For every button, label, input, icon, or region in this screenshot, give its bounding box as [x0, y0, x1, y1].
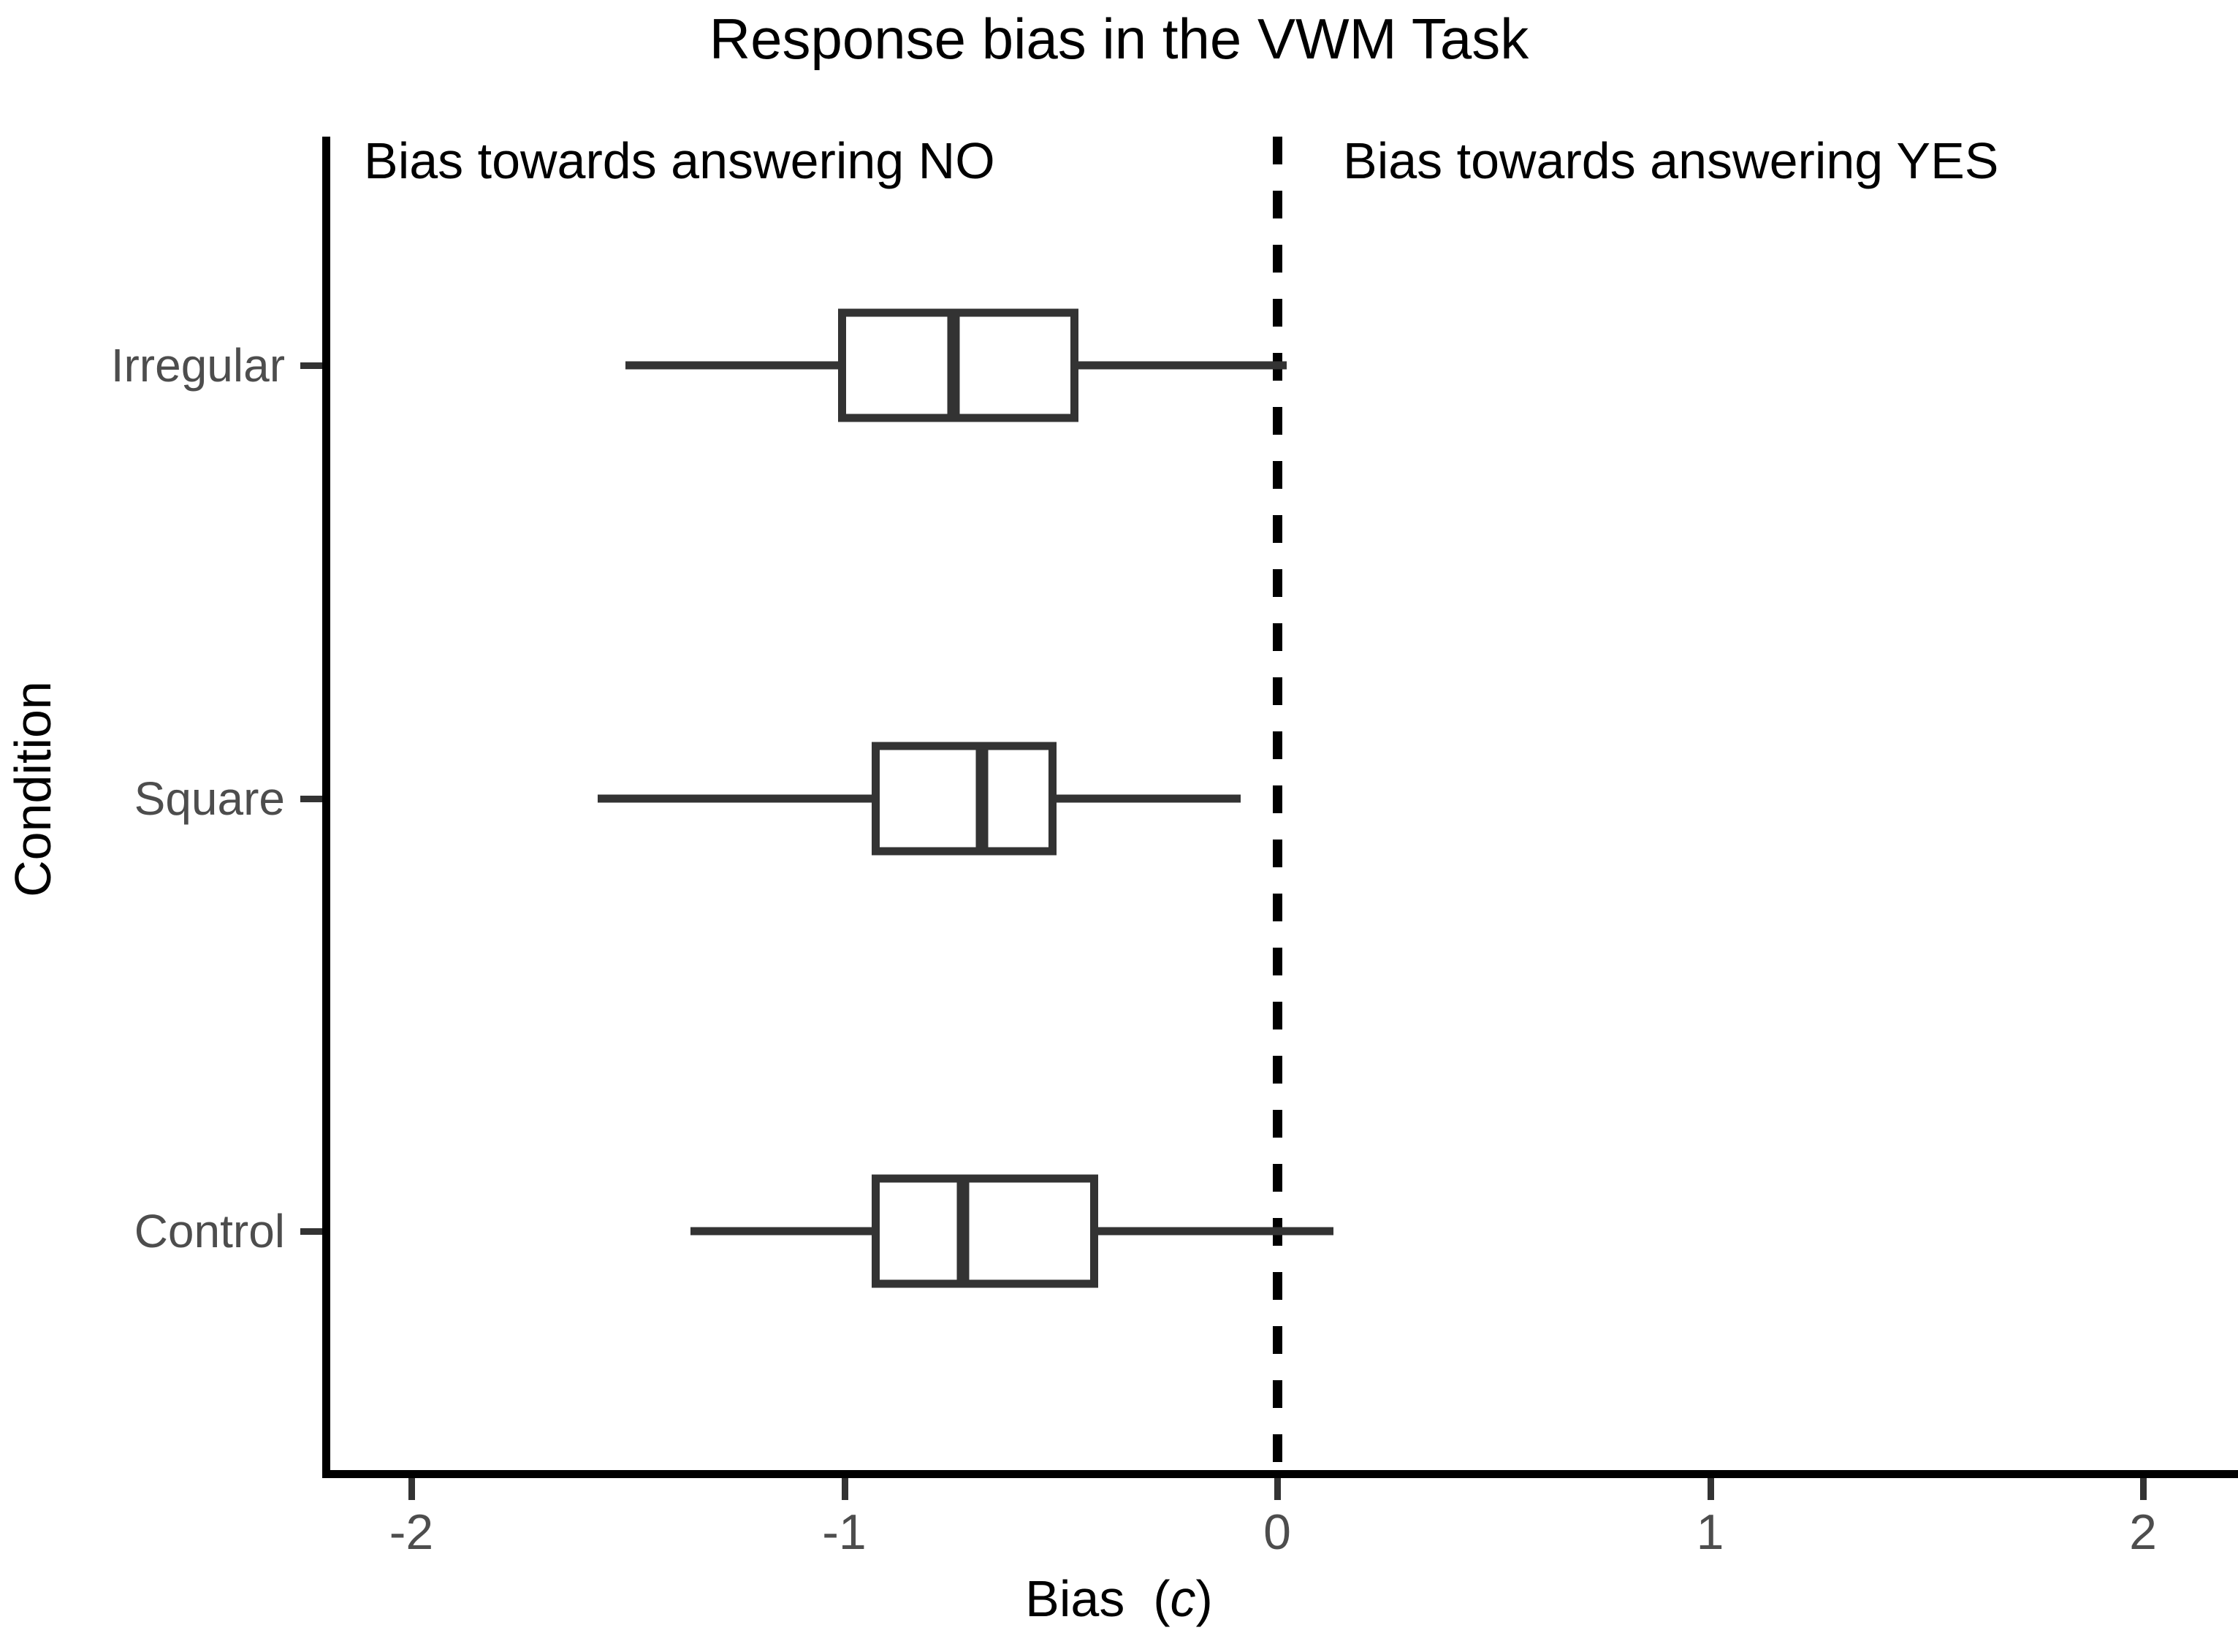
y-tick-label-irregular: Irregular [110, 339, 285, 392]
x-tick-label: 1 [1696, 1504, 1724, 1560]
x-axis-title-symbol: c [1170, 1570, 1196, 1627]
x-axis-title: Bias (c) [1025, 1570, 1213, 1627]
y-tick-label-control: Control [134, 1205, 285, 1257]
x-tick-label: -2 [389, 1504, 434, 1560]
whisker-high [1056, 794, 1241, 803]
x-tick-mark [2140, 1478, 2147, 1500]
annotation-bias-no: Bias towards answering NO [364, 132, 995, 189]
x-tick-mark [1274, 1478, 1281, 1500]
whisker-low [597, 794, 872, 803]
whisker-low [625, 361, 839, 370]
whisker-high [1097, 1227, 1334, 1236]
box-iqr [871, 1174, 1098, 1288]
x-axis-title-main: Bias [1025, 1570, 1125, 1627]
x-tick-label: 0 [1263, 1504, 1291, 1560]
y-tick-label-square: Square [134, 772, 285, 825]
y-axis-spine [322, 137, 330, 1478]
x-tick-label: 2 [2129, 1504, 2157, 1560]
whisker-low [690, 1227, 872, 1236]
x-tick-mark [1707, 1478, 1714, 1500]
annotation-bias-yes: Bias towards answering YES [1343, 132, 1999, 189]
y-axis-title: Condition [4, 681, 61, 897]
box-iqr [871, 742, 1057, 856]
median-line [956, 1174, 970, 1288]
whisker-high [1078, 361, 1287, 370]
median-line [975, 742, 989, 856]
chart-title: Response bias in the VWM Task [709, 7, 1529, 71]
y-tick-mark [300, 796, 322, 802]
x-axis-spine [322, 1470, 2238, 1478]
x-tick-mark [841, 1478, 848, 1500]
y-tick-mark [300, 362, 322, 369]
y-tick-mark [300, 1228, 322, 1235]
median-line [947, 308, 960, 422]
plot-panel [327, 137, 2238, 1472]
x-tick-label: -1 [822, 1504, 867, 1560]
x-tick-mark [408, 1478, 415, 1500]
zero-reference-line [1273, 137, 1282, 1472]
